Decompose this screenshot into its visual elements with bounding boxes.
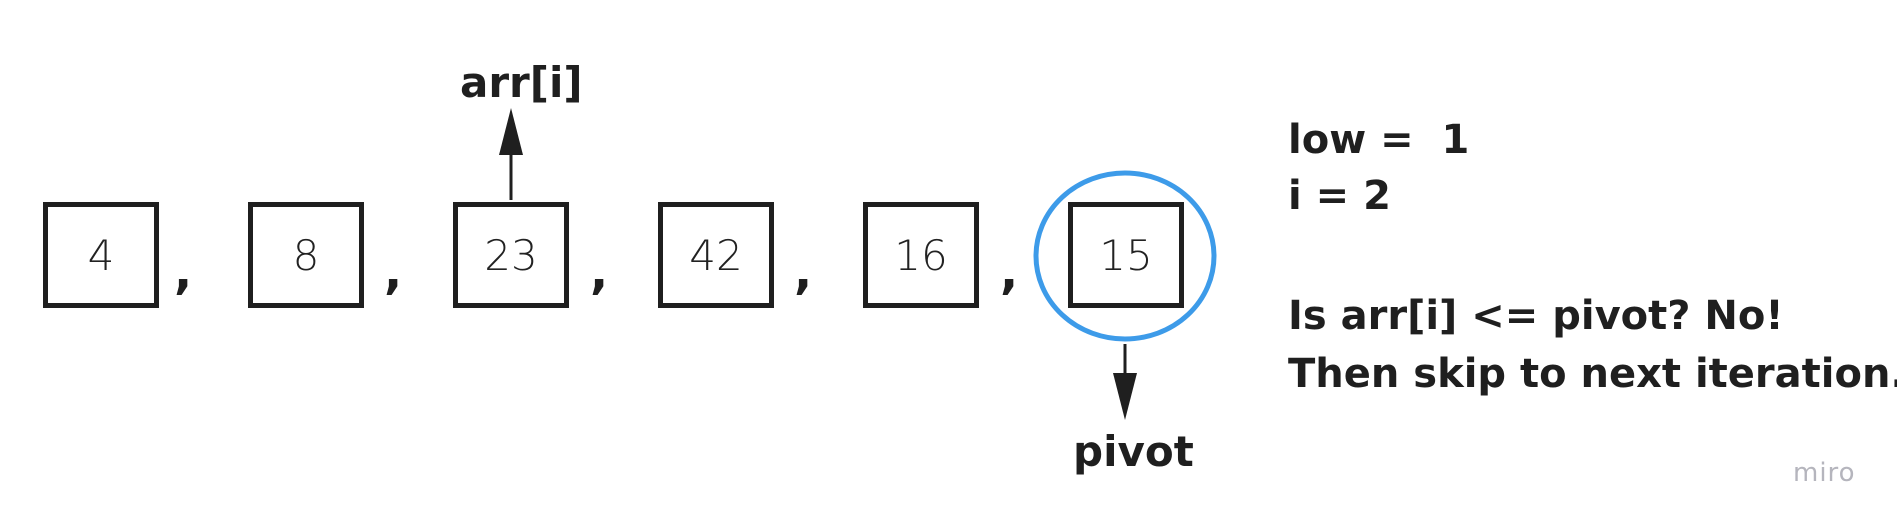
- pivot-label: pivot: [1073, 427, 1194, 476]
- array-separator: ,: [590, 244, 609, 300]
- pivot-highlight-circle: [1033, 170, 1217, 342]
- miro-watermark: miro: [1793, 458, 1856, 488]
- array-cell-value: 16: [894, 230, 948, 280]
- array-cell-value: 8: [292, 230, 320, 280]
- arr-i-label: arr[i]: [460, 58, 583, 107]
- array-separator: ,: [1000, 244, 1019, 300]
- comparison-question-text: Is arr[i] <= pivot? No!: [1288, 293, 1784, 339]
- array-separator: ,: [794, 244, 813, 300]
- array-cell-value: 42: [689, 230, 743, 280]
- array-cell-3: 42: [658, 202, 774, 308]
- array-cell-0: 4: [43, 202, 159, 308]
- array-cell-value: 23: [484, 230, 538, 280]
- array-cell-value: 4: [87, 230, 115, 280]
- array-cell-value: 15: [1099, 230, 1153, 280]
- array-separator: ,: [174, 244, 193, 300]
- array-cell-4: 16: [863, 202, 979, 308]
- array-cell-2: 23: [453, 202, 569, 308]
- array-cell-1: 8: [248, 202, 364, 308]
- arr-i-arrow-head: [499, 108, 523, 155]
- pivot-arrow-head: [1113, 373, 1137, 420]
- array-separator: ,: [384, 244, 403, 300]
- low-value-text: low = 1: [1288, 117, 1470, 163]
- array-cell-5-pivot: 15: [1068, 202, 1184, 308]
- i-value-text: i = 2: [1288, 173, 1391, 219]
- action-text: Then skip to next iteration.: [1288, 351, 1897, 397]
